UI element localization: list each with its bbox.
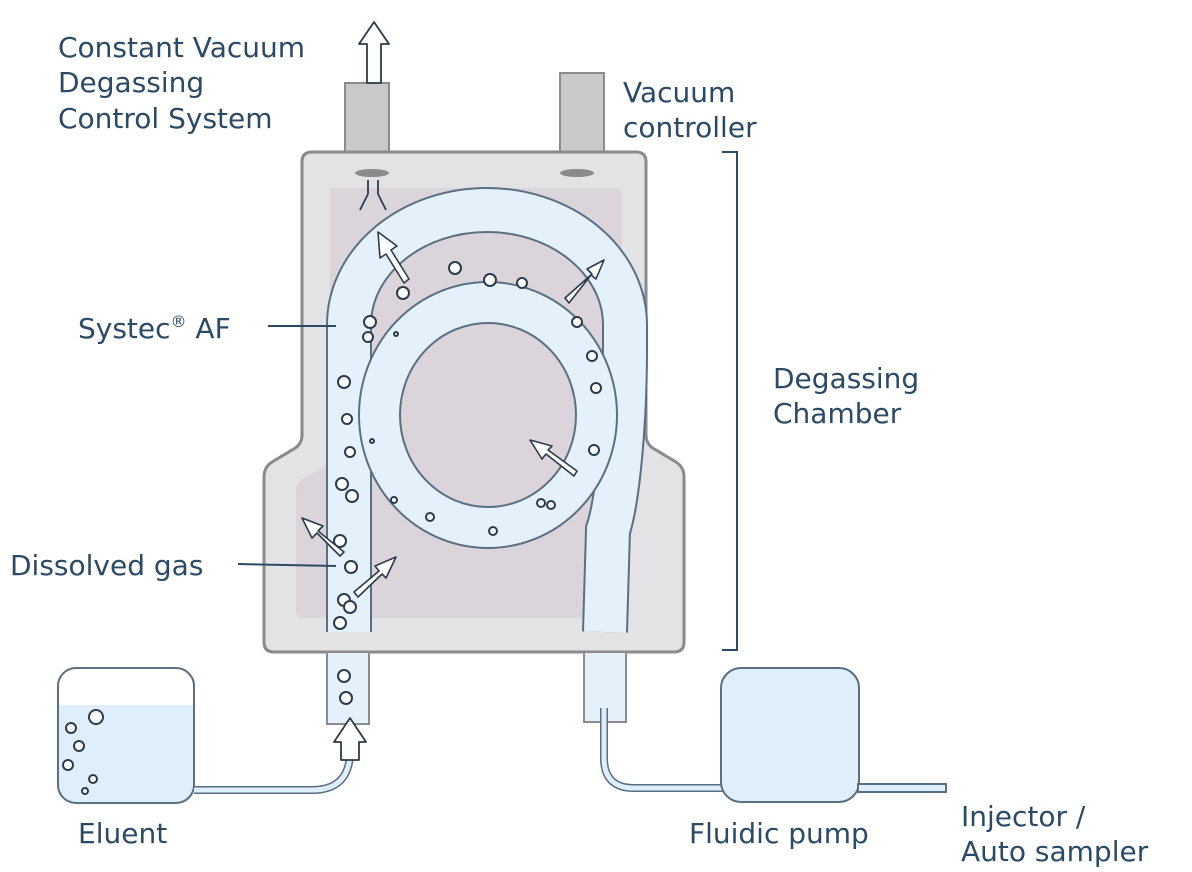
vacuum-port-left xyxy=(355,169,389,177)
degassing-chamber-bracket xyxy=(722,151,738,651)
fluidic-pump-label: Fluidic pump xyxy=(689,817,869,850)
systec-af-label: Systec® AF xyxy=(78,312,231,345)
bubble-icon xyxy=(333,261,602,705)
degassing-chamber-label: Degassing Chamber xyxy=(773,362,928,430)
inlet-pipe-bottom xyxy=(326,651,370,725)
vacuum-port-right xyxy=(560,169,594,177)
left-top-pipe xyxy=(344,82,390,162)
up-arrow-icon xyxy=(358,21,390,211)
constant-vacuum-label: Constant Vacuum Degassing Control System xyxy=(58,31,314,135)
fluidic-pump xyxy=(720,667,860,803)
eluent-reservoir xyxy=(57,667,195,804)
vacuum-controller-label: Vacuum controller xyxy=(623,76,757,144)
inflow-arrow-icon xyxy=(333,717,367,761)
dissolved-gas-leader xyxy=(237,563,337,567)
injector-label: Injector / Auto sampler xyxy=(961,800,1149,868)
eluent-label: Eluent xyxy=(78,817,167,850)
systec-af-tube xyxy=(326,187,648,633)
dissolved-gas-label: Dissolved gas xyxy=(10,549,203,582)
outflow-arrow-icon xyxy=(301,231,605,598)
right-top-pipe xyxy=(559,72,605,162)
eluent-line xyxy=(194,742,354,794)
injector-line xyxy=(857,783,947,793)
